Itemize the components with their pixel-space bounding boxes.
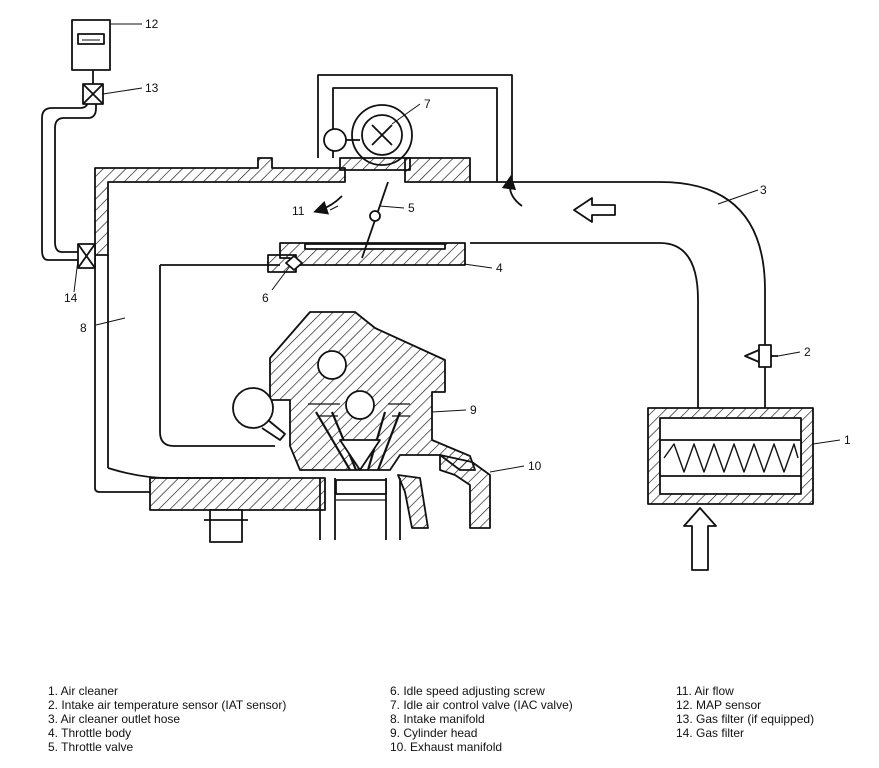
engine-block: [319, 478, 401, 540]
legend-column-3: 11. Air flow 12. MAP sensor 13. Gas filt…: [676, 684, 814, 740]
callout-6: 6: [262, 291, 269, 305]
callout-7: 7: [424, 97, 431, 111]
legend-item: 1. Air cleaner: [48, 684, 119, 698]
bypass-passage: [317, 74, 513, 182]
gas-filter: [77, 243, 96, 269]
legend-item: 2. Intake air temperature sensor (IAT se…: [48, 698, 287, 712]
air-direction-arrow: [573, 197, 616, 223]
legend-item: 7. Idle air control valve (IAC valve): [390, 698, 573, 712]
idle-speed-adjusting-screw: [267, 254, 303, 273]
callout-11: 11: [292, 204, 305, 218]
callout-5: 5: [408, 201, 415, 215]
callout-1: 1: [844, 433, 851, 447]
inlet-arrow: [683, 507, 717, 571]
map-sensor: [71, 19, 111, 71]
callout-14: 14: [64, 291, 78, 305]
air-cleaner-outlet-hose: [470, 181, 766, 408]
exhaust-manifold: [397, 454, 491, 529]
legend-item: 11. Air flow: [676, 684, 734, 698]
legend-item: 6. Idle speed adjusting screw: [390, 684, 545, 698]
callout-2: 2: [804, 345, 811, 359]
legend-item: 3. Air cleaner outlet hose: [48, 712, 181, 726]
legend-item: 4. Throttle body: [48, 726, 132, 740]
callout-4: 4: [496, 261, 503, 275]
intake-air-probe: [232, 387, 286, 441]
map-vacuum-line: [41, 99, 97, 261]
callout-labels: 12 13 7 3 11 5 4 6 14 8 2 9 1 10: [64, 17, 851, 473]
iac-valve: [323, 104, 413, 171]
legend-item: 14. Gas filter: [676, 726, 745, 740]
air-flow-arrow-left: [313, 195, 343, 215]
throttle-body: [94, 157, 471, 266]
legend-item: 9. Cylinder head: [390, 726, 478, 740]
callout-8: 8: [80, 321, 87, 335]
legend-item: 10. Exhaust manifold: [390, 740, 503, 754]
legend-column-2: 6. Idle speed adjusting screw 7. Idle ai…: [390, 684, 573, 754]
callout-12: 12: [145, 17, 159, 31]
legend-column-1: 1. Air cleaner 2. Intake air temperature…: [48, 684, 286, 754]
callout-9: 9: [470, 403, 477, 417]
callout-13: 13: [145, 81, 159, 95]
air-flow-arrow-right: [501, 174, 523, 207]
iat-sensor: [744, 344, 778, 368]
callout-3: 3: [760, 183, 767, 197]
throttle-valve: [361, 181, 389, 259]
air-cleaner: [647, 407, 814, 505]
legend-item: 12. MAP sensor: [676, 698, 762, 712]
intake-manifold: [94, 255, 326, 543]
leader-lines: [73, 23, 841, 473]
gas-filter-if-equipped: [82, 70, 104, 105]
legend-item: 8. Intake manifold: [390, 712, 485, 726]
callout-10: 10: [528, 459, 542, 473]
cylinder-head: [269, 311, 476, 471]
legend-item: 13. Gas filter (if equipped): [676, 712, 815, 726]
legend-item: 5. Throttle valve: [48, 740, 134, 754]
